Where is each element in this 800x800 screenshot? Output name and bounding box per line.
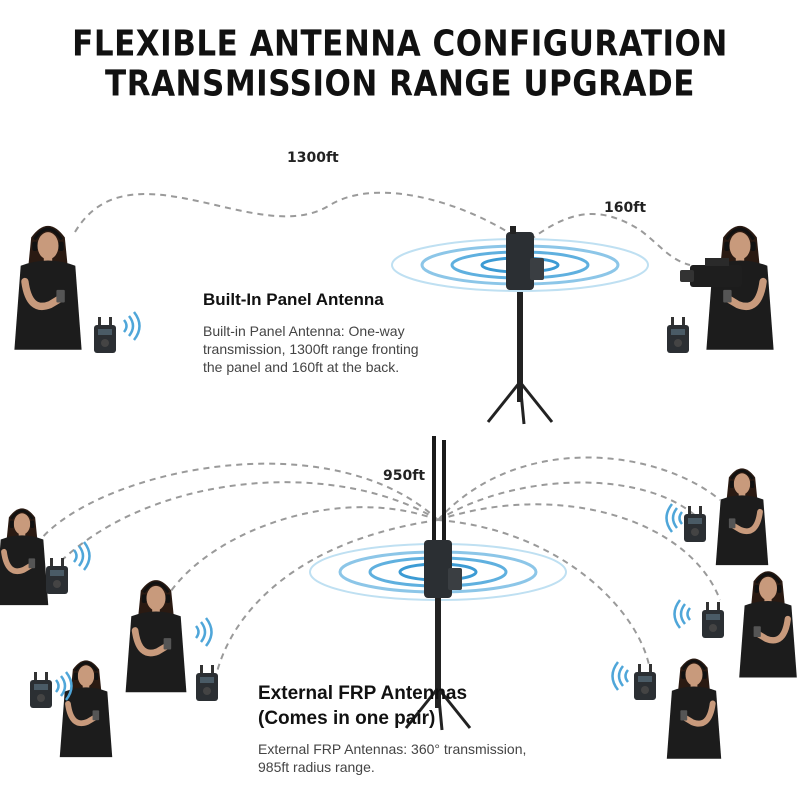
waves-left-top: [122, 310, 141, 342]
bottom-section-title-2: (Comes in one pair): [258, 708, 436, 729]
bodypack-bottom-r1: [684, 506, 706, 542]
bottom-desc-line-2: 985ft radius range.: [258, 759, 375, 775]
title-line-1: FLEXIBLE ANTENNA CONFIGURATION: [72, 23, 728, 65]
top-section-title: Built-In Panel Antenna: [203, 290, 384, 309]
receiver-top: [486, 226, 554, 426]
link-160ft: [529, 213, 691, 266]
person-bottom-l1: [0, 508, 48, 605]
waves-bottom-l1: [72, 540, 91, 572]
top-desc-line-1: Built-in Panel Antenna: One-way: [203, 323, 405, 339]
receiver-bottom: [404, 436, 472, 732]
bottom-section-description: External FRP Antennas: 360° transmission…: [258, 740, 526, 776]
top-section-description: Built-in Panel Antenna: One-way transmis…: [203, 322, 419, 376]
waves-bottom-l2: [194, 616, 213, 648]
bottom-desc-line-1: External FRP Antennas: 360° transmission…: [258, 741, 527, 757]
links-bottom: [39, 456, 721, 681]
bodypack-left-top: [94, 317, 116, 353]
person-bottom-r2: [739, 571, 797, 677]
waves-bottom-r2: [673, 598, 692, 630]
bodypack-bottom-r2: [702, 602, 724, 638]
top-desc-line-3: the panel and 160ft at the back.: [203, 359, 400, 375]
range-front-label: 1300ft: [287, 150, 339, 166]
bodypack-bottom-r3: [634, 664, 656, 700]
waves-bottom-r3: [611, 660, 630, 692]
range-bottom-label: 950ft: [383, 468, 426, 484]
waves-bottom-l3: [54, 670, 73, 702]
bodypack-bottom-l3: [30, 672, 52, 708]
bodypack-bottom-l2: [196, 665, 218, 701]
waves-bottom-r1: [665, 502, 684, 534]
range-back-label: 160ft: [604, 200, 647, 216]
link-1300ft: [74, 191, 521, 241]
bodypack-bottom-l1: [46, 558, 68, 594]
person-bottom-l2: [126, 580, 187, 692]
bodypack-right-top: [667, 317, 689, 353]
person-bottom-r1: [716, 468, 768, 565]
top-desc-line-2: transmission, 1300ft range fronting: [203, 341, 419, 357]
person-left-top: [14, 226, 81, 350]
person-right-top: [706, 226, 773, 350]
person-bottom-r3: [667, 658, 721, 758]
camera-icon: [680, 258, 742, 287]
bottom-section-title-1: External FRP Antennas: [258, 683, 468, 704]
title-line-2: TRANSMISSION RANGE UPGRADE: [105, 63, 695, 105]
